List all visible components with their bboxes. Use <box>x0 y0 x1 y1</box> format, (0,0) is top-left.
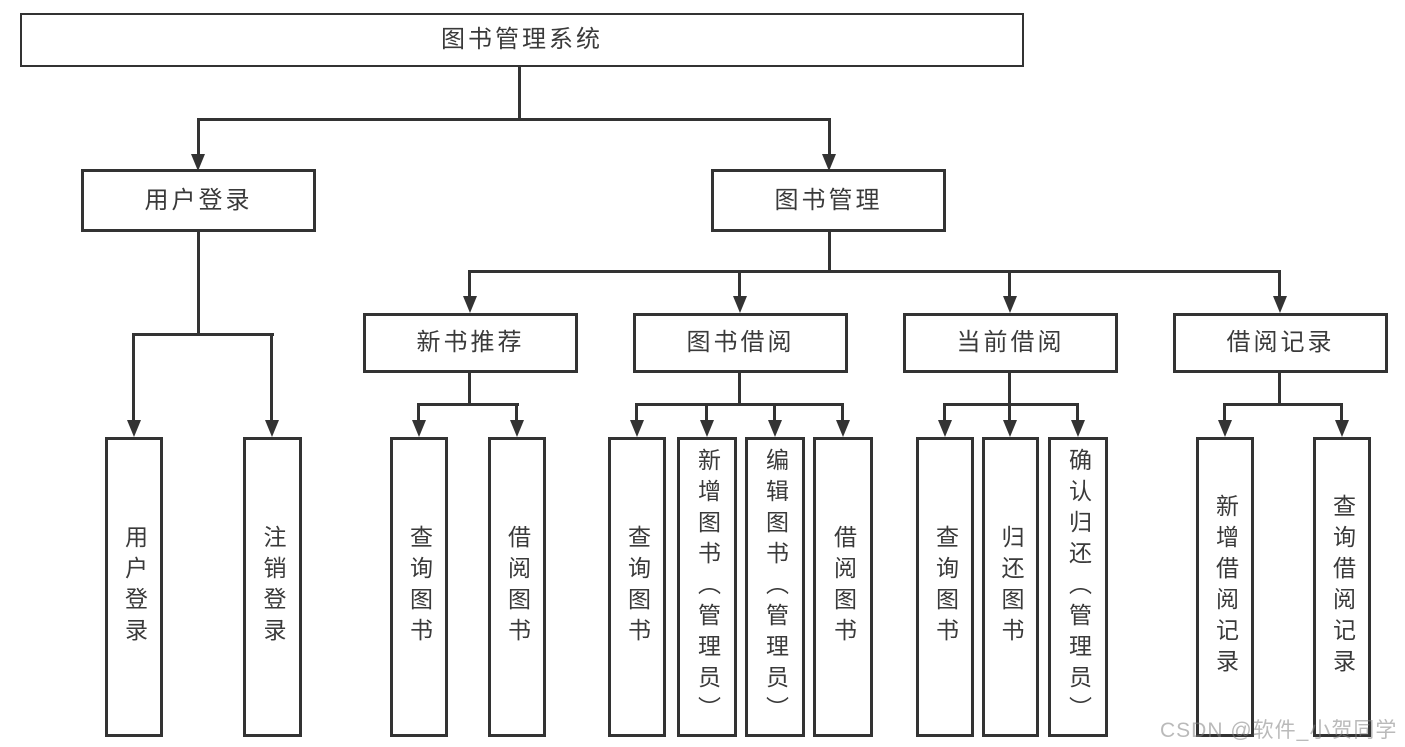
connector-line <box>197 118 200 156</box>
arrowhead-down-icon <box>1003 420 1017 437</box>
arrowhead-down-icon <box>191 154 205 171</box>
arrowhead-down-icon <box>412 420 426 437</box>
leaf-borrow-borrow-book: 借阅图书 <box>813 437 873 737</box>
connector-line <box>1340 403 1343 422</box>
leaf-user-login-label: 用户登录 <box>121 525 148 649</box>
arrowhead-down-icon <box>1218 420 1232 437</box>
arrowhead-down-icon <box>127 420 141 437</box>
leaf-current-query-book: 查询图书 <box>916 437 974 737</box>
leaf-add-borrow-record: 新增借阅记录 <box>1196 437 1254 737</box>
node-current-borrow: 当前借阅 <box>903 313 1118 373</box>
arrowhead-down-icon <box>836 420 850 437</box>
arrowhead-down-icon <box>463 296 477 313</box>
leaf-add-book-admin-label: 新增图书（管理员） <box>694 447 721 727</box>
arrowhead-down-icon <box>938 420 952 437</box>
leaf-confirm-return-admin: 确认归还（管理员） <box>1048 437 1108 737</box>
connector-line <box>197 118 831 121</box>
connector-line <box>1076 403 1079 422</box>
leaf-newbook-query-book: 查询图书 <box>390 437 448 737</box>
arrowhead-down-icon <box>733 296 747 313</box>
arrowhead-down-icon <box>510 420 524 437</box>
arrowhead-down-icon <box>768 420 782 437</box>
connector-line <box>943 403 946 422</box>
connector-line <box>1008 270 1011 298</box>
arrowhead-down-icon <box>1273 296 1287 313</box>
connector-line <box>943 403 1079 406</box>
connector-line <box>635 403 638 422</box>
leaf-newbook-borrow-book-label: 借阅图书 <box>504 525 531 649</box>
connector-line <box>468 371 471 406</box>
node-new-book-recommend-label: 新书推荐 <box>416 329 525 356</box>
leaf-borrow-borrow-book-label: 借阅图书 <box>830 525 857 649</box>
arrowhead-down-icon <box>1003 296 1017 313</box>
node-library-system-label: 图书管理系统 <box>441 26 603 53</box>
leaf-return-book-label: 归还图书 <box>998 525 1024 649</box>
leaf-query-borrow-record-label: 查询借阅记录 <box>1329 494 1356 680</box>
connector-line <box>197 231 200 336</box>
leaf-borrow-query-book-label: 查询图书 <box>624 525 651 649</box>
connector-line <box>1278 371 1281 406</box>
node-book-management: 图书管理 <box>711 169 946 232</box>
leaf-add-book-admin: 新增图书（管理员） <box>677 437 737 737</box>
connector-line <box>515 403 518 422</box>
node-current-borrow-label: 当前借阅 <box>956 329 1065 356</box>
csdn-watermark: CSDN @软件_小贺同学 <box>1160 719 1398 742</box>
connector-line <box>841 403 844 422</box>
arrowhead-down-icon <box>1335 420 1349 437</box>
leaf-confirm-return-admin-label: 确认归还（管理员） <box>1065 447 1092 727</box>
leaf-current-query-book-label: 查询图书 <box>932 525 959 649</box>
leaf-edit-book-admin: 编辑图书（管理员） <box>745 437 805 737</box>
arrowhead-down-icon <box>630 420 644 437</box>
leaf-query-borrow-record: 查询借阅记录 <box>1313 437 1371 737</box>
connector-line <box>417 403 519 406</box>
leaf-return-book: 归还图书 <box>982 437 1039 737</box>
node-library-system: 图书管理系统 <box>20 13 1024 67</box>
connector-line <box>518 67 521 119</box>
node-new-book-recommend: 新书推荐 <box>363 313 578 373</box>
connector-line <box>468 270 1281 273</box>
node-borrow-record: 借阅记录 <box>1173 313 1388 373</box>
leaf-user-login: 用户登录 <box>105 437 163 737</box>
connector-line <box>1008 371 1011 406</box>
leaf-borrow-query-book: 查询图书 <box>608 437 666 737</box>
arrowhead-down-icon <box>700 420 714 437</box>
leaf-newbook-borrow-book: 借阅图书 <box>488 437 546 737</box>
connector-line <box>635 403 843 406</box>
leaf-edit-book-admin-label: 编辑图书（管理员） <box>762 447 789 727</box>
leaf-newbook-query-book-label: 查询图书 <box>406 525 433 649</box>
arrowhead-down-icon <box>265 420 279 437</box>
node-book-borrow-label: 图书借阅 <box>686 329 795 356</box>
leaf-add-borrow-record-label: 新增借阅记录 <box>1212 494 1239 680</box>
connector-line <box>468 270 471 298</box>
connector-line <box>1223 403 1226 422</box>
connector-line <box>738 270 741 298</box>
connector-line <box>705 403 708 422</box>
connector-line <box>1008 403 1011 422</box>
connector-line <box>828 231 831 273</box>
node-book-borrow: 图书借阅 <box>633 313 848 373</box>
connector-line <box>738 371 741 406</box>
connector-line <box>828 118 831 156</box>
node-book-management-label: 图书管理 <box>774 186 883 214</box>
node-borrow-record-label: 借阅记录 <box>1226 329 1335 356</box>
connector-line <box>132 333 135 421</box>
connector-line <box>270 333 273 421</box>
connector-line <box>773 403 776 422</box>
arrowhead-down-icon <box>822 154 836 171</box>
connector-line <box>1278 270 1281 298</box>
leaf-logout: 注销登录 <box>243 437 302 737</box>
connector-line <box>132 333 274 336</box>
node-user-login: 用户登录 <box>81 169 316 232</box>
connector-line <box>1223 403 1343 406</box>
connector-line <box>417 403 420 422</box>
arrowhead-down-icon <box>1071 420 1085 437</box>
node-user-login-label: 用户登录 <box>144 186 253 214</box>
leaf-logout-label: 注销登录 <box>260 525 286 649</box>
